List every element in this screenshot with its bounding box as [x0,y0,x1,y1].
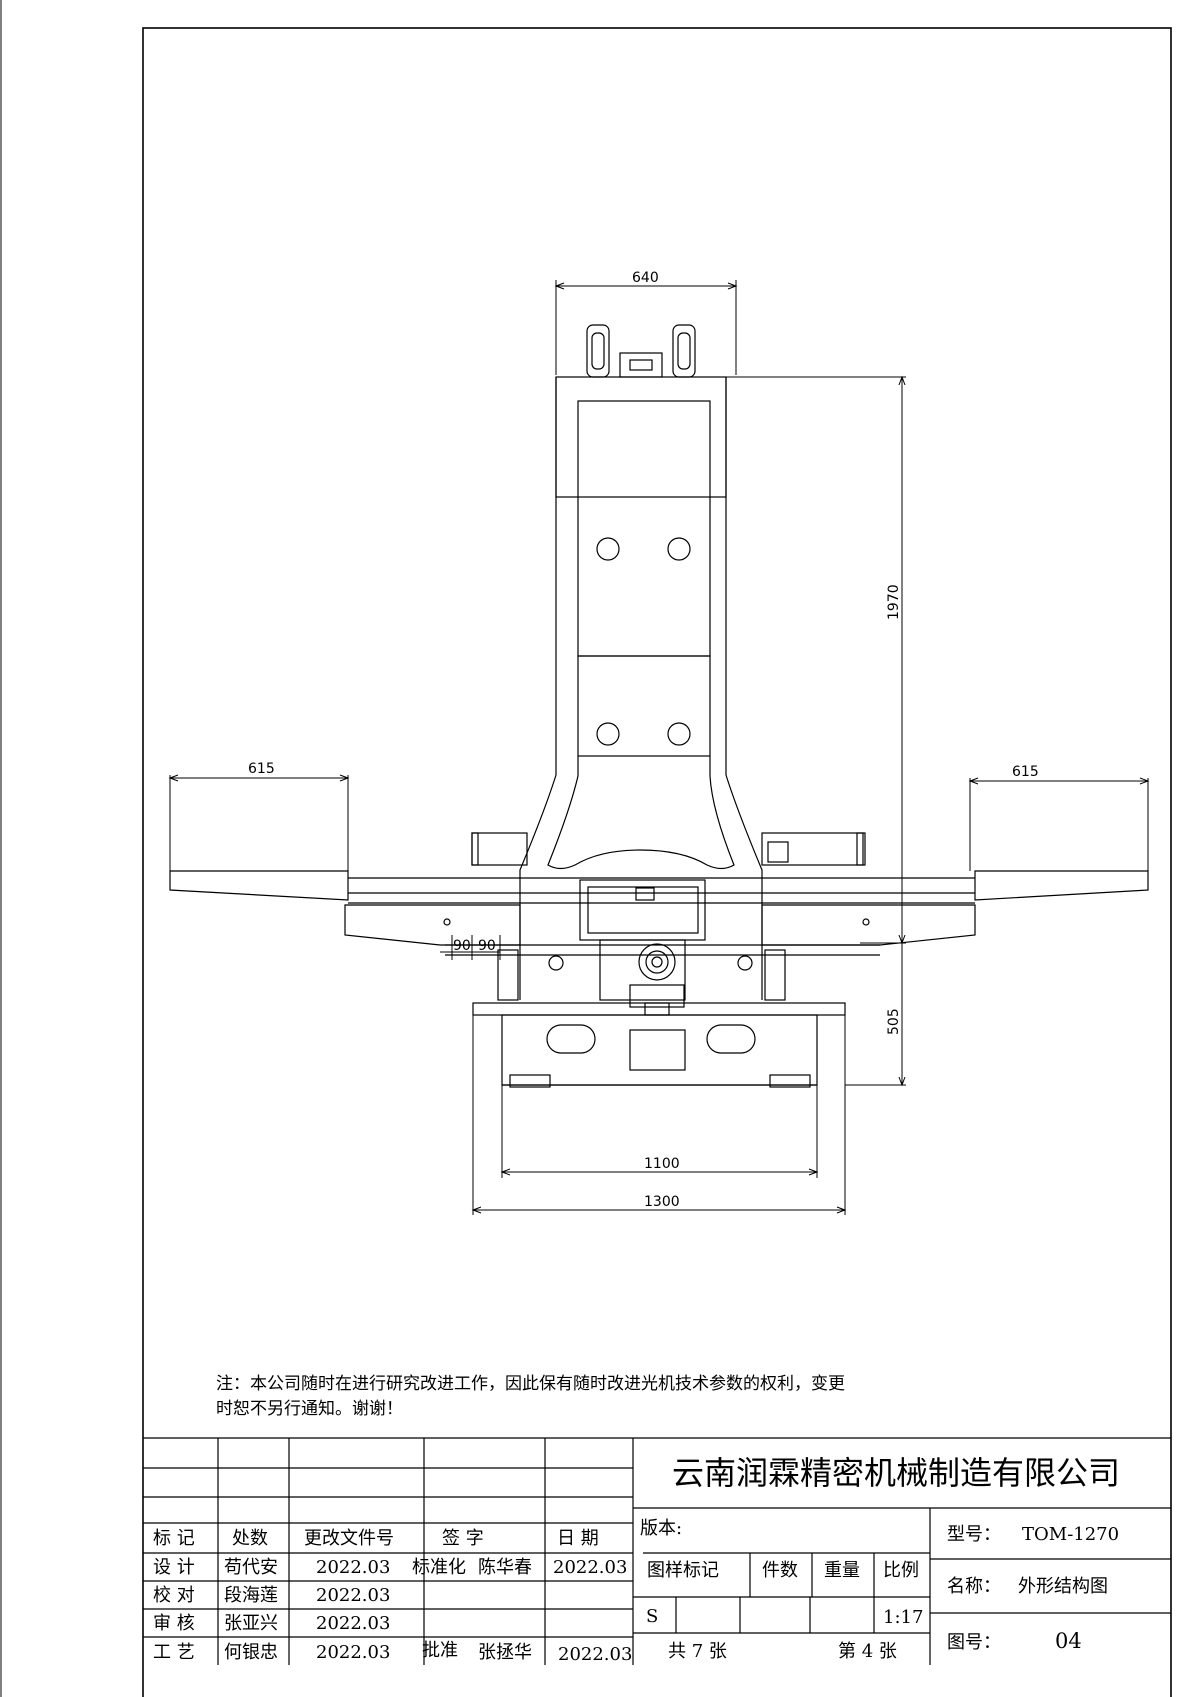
role-design: 设 计 [153,1557,195,1578]
drawing-no-value: 04 [1055,1629,1082,1653]
column-hole [667,537,691,561]
version-label: 版本: [640,1518,682,1539]
drawing-frame [142,27,1172,1697]
stage-value: S [646,1606,658,1627]
pattern-mark: 图样标记 [647,1560,719,1581]
standard-name: 陈华春 [478,1557,532,1578]
approve-date: 2022.03 [558,1644,632,1665]
header-zone: 处数 [232,1528,268,1549]
column-hole [596,722,620,746]
dim-90-a: 90 [453,938,471,954]
approve-name: 张拯华 [478,1642,532,1663]
date-check: 2022.03 [316,1585,390,1606]
scale-value: 1:17 [883,1607,923,1628]
weight-label: 重量 [824,1560,860,1581]
name-check: 段海莲 [224,1585,278,1606]
name-design: 苟代安 [224,1557,278,1578]
standard-date: 2022.03 [553,1557,627,1578]
machine-outline [169,324,1149,1088]
standard-label: 标准化 [412,1557,466,1578]
header-date: 日 期 [557,1528,599,1549]
total-sheets: 共 7 张 [668,1641,727,1662]
base-slot [546,1024,596,1054]
dim-505: 505 [886,1008,902,1035]
name-process: 何银忠 [224,1642,278,1663]
note-line-2: 时恕不另行通知。谢谢！ [216,1399,403,1419]
dim-640: 640 [632,270,659,286]
date-process: 2022.03 [316,1642,390,1663]
column-hole [667,722,691,746]
approve-label: 批准 [422,1640,458,1661]
dimension-lines [168,280,1150,1215]
dim-1100: 1100 [644,1156,680,1172]
dim-1300: 1300 [644,1194,680,1210]
date-review: 2022.03 [316,1613,390,1634]
name-value: 外形结构图 [1018,1576,1108,1597]
date-design: 2022.03 [316,1557,390,1578]
role-process: 工 艺 [153,1642,195,1663]
name-label: 名称： [947,1576,1001,1597]
drawing-no-label: 图号： [947,1632,1001,1653]
column-hole [596,537,620,561]
header-mark: 标 记 [153,1528,195,1549]
role-check: 校 对 [153,1585,195,1606]
model-value: TOM-1270 [1022,1524,1119,1545]
scale-label: 比例 [883,1560,919,1581]
role-review: 审 核 [153,1613,195,1634]
sheet-number: 第 4 张 [838,1641,897,1662]
header-change-doc: 更改文件号 [304,1528,394,1549]
dim-90-b: 90 [478,938,496,954]
header-signature: 签 字 [442,1528,484,1549]
dim-615-right: 615 [1012,764,1039,780]
base-slot [706,1024,756,1054]
company-name: 云南润霖精密机械制造有限公司 [672,1454,1120,1492]
title-block-grid [143,1437,1171,1665]
dim-615-left: 615 [248,761,275,777]
dim-1970: 1970 [886,584,902,620]
name-review: 张亚兴 [224,1613,278,1634]
quantity-label: 件数 [762,1560,798,1581]
model-label: 型号： [947,1524,1001,1545]
disclaimer-note: 注：本公司随时在进行研究改进工作，因此保有随时改进光机技术参数的权利，变更 时恕… [216,1372,976,1422]
note-line-1: 注：本公司随时在进行研究改进工作，因此保有随时改进光机技术参数的权利，变更 [216,1374,845,1394]
spindle-icon [638,943,676,981]
